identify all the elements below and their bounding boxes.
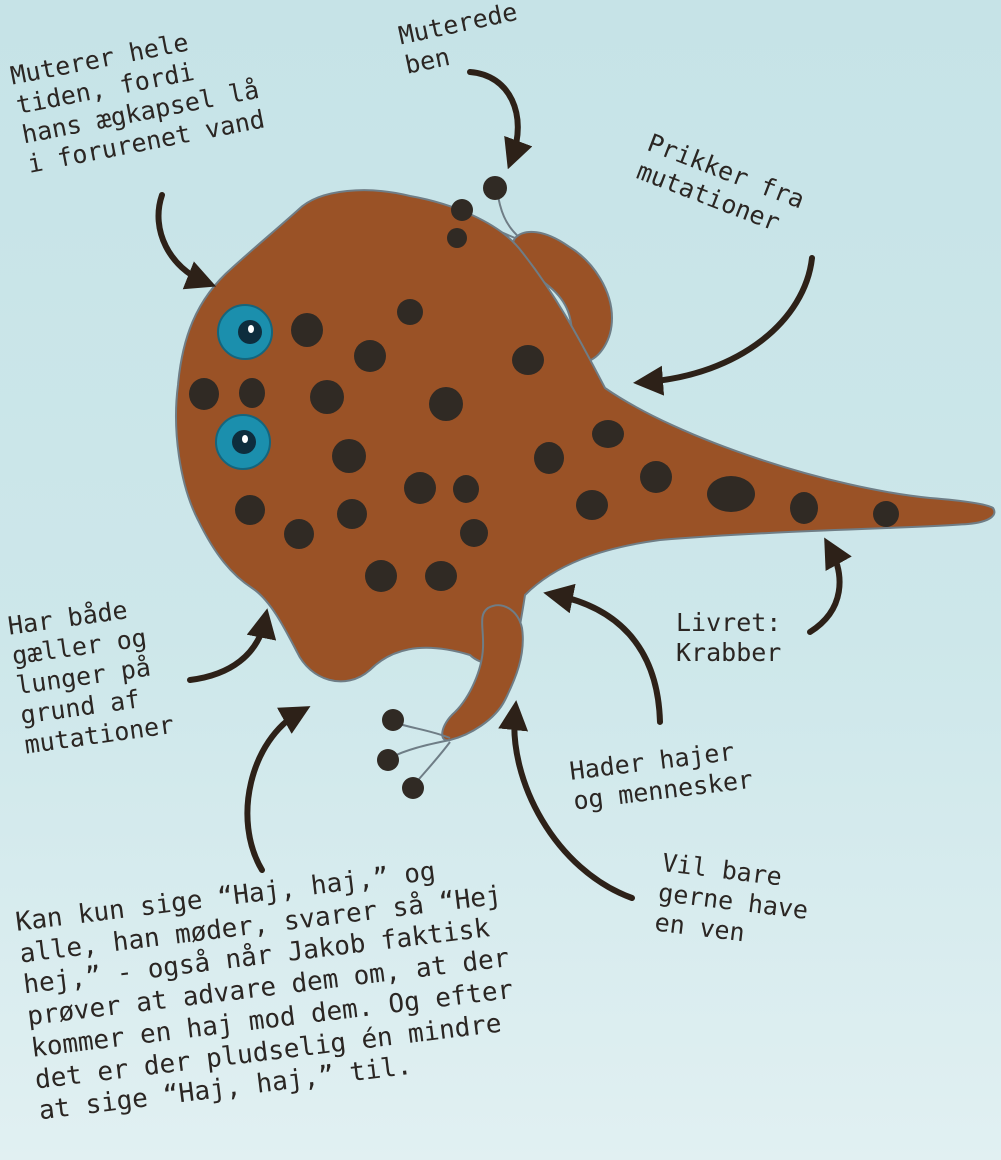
arrow-icon <box>470 72 518 158</box>
eye-icon <box>218 305 272 359</box>
lower-leg-stalks <box>390 722 450 786</box>
arrow-icon <box>159 195 205 282</box>
arrow-icon <box>247 712 300 870</box>
annotation-food: Livret:Krabber <box>676 608 781 668</box>
eye-icon <box>216 415 270 469</box>
arrow-icon <box>555 595 660 722</box>
annotation-line: Livret: <box>676 608 781 638</box>
arrow-icon <box>810 548 840 632</box>
arrow-icon <box>190 620 265 680</box>
annotation-line: Krabber <box>676 638 781 668</box>
arrow-icon <box>645 258 812 382</box>
